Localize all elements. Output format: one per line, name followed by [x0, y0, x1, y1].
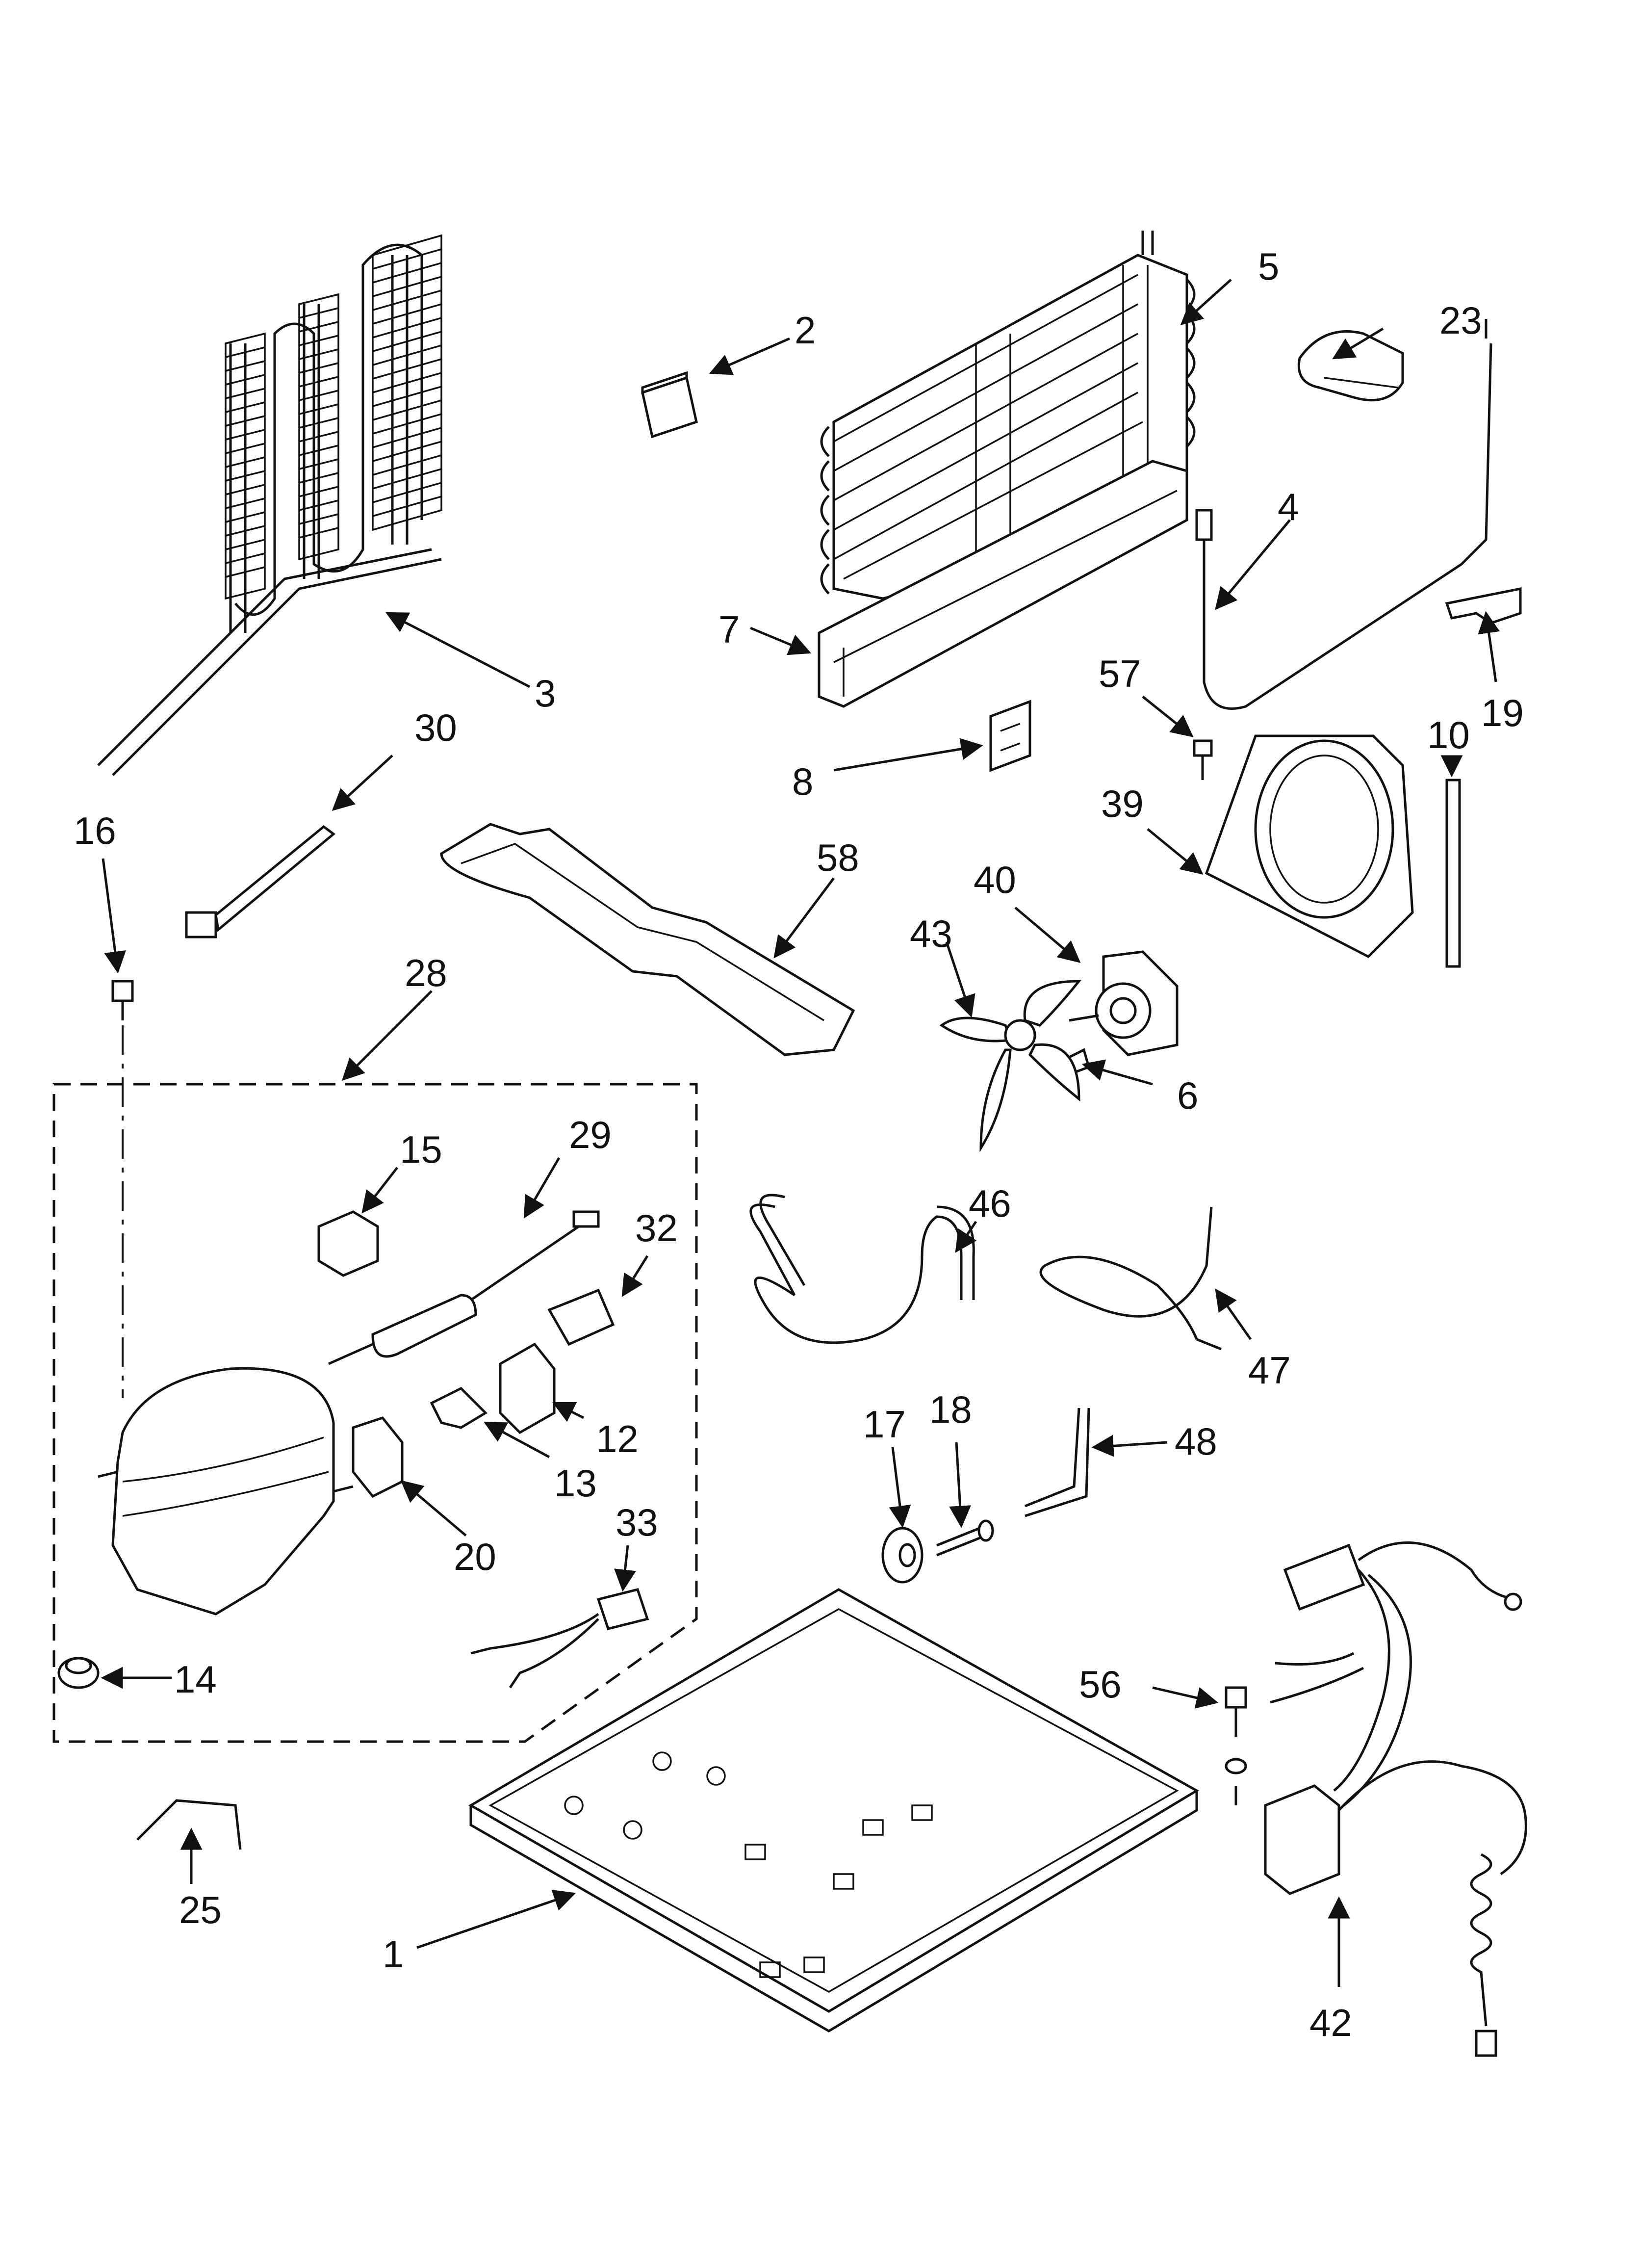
callout-28: 28: [405, 951, 447, 994]
callout-18: 18: [929, 1388, 972, 1431]
start-relay: [499, 1342, 556, 1434]
fan-motor: [1069, 950, 1179, 1056]
roller-axle: [936, 1519, 994, 1557]
cable-tie: [185, 825, 336, 938]
callout-42: 42: [1309, 2001, 1352, 2044]
callout-29: 29: [569, 1113, 612, 1156]
callout-3: 3: [535, 672, 556, 715]
callout-56: 56: [1079, 1663, 1122, 1706]
callout-48: 48: [1175, 1420, 1217, 1463]
callout-8: 8: [792, 760, 813, 803]
fan-blade: [939, 980, 1082, 1152]
callout-1: 1: [383, 1932, 404, 1976]
drain-hose: [749, 1194, 975, 1344]
water-tube: [1039, 1206, 1222, 1351]
callout-46: 46: [969, 1182, 1011, 1225]
leader-lines: [101, 279, 1500, 1987]
gasket-strip: [1445, 779, 1461, 968]
callout-57: 57: [1099, 652, 1141, 695]
bracket: [989, 700, 1031, 772]
run-capacitor: [547, 1288, 615, 1346]
thermostat-cover: [1297, 330, 1404, 402]
compressor: [98, 1367, 354, 1616]
fan-shroud-screw: [1193, 739, 1213, 780]
callout-43: 43: [910, 912, 952, 955]
base-frame: [468, 1588, 1199, 2033]
callout-33: 33: [616, 1501, 658, 1544]
callout-14: 14: [174, 1658, 217, 1701]
callout-58: 58: [817, 836, 859, 879]
fan-shroud: [1205, 734, 1414, 959]
callout-19: 19: [1481, 691, 1524, 734]
ground-screw: [111, 980, 134, 1020]
harness-screw: [1225, 1686, 1247, 1805]
spring-clip: [136, 1799, 242, 1850]
main-wiring-harness: [1264, 1541, 1527, 2057]
callout-6: 6: [1177, 1074, 1198, 1117]
callout-2: 2: [795, 309, 816, 352]
callout-numbers: 1 2 3 4 5 6 7 8 10 12 13 14 15 16 17 18 …: [74, 245, 1524, 2044]
compressor-harness: [470, 1588, 649, 1689]
filter-pad: [641, 371, 698, 439]
overload-relay: [317, 1210, 379, 1277]
compressor-kit-boundary: [52, 1083, 698, 1743]
callout-15: 15: [400, 1128, 442, 1171]
overload-protector: [352, 1416, 404, 1498]
callout-5: 5: [1258, 245, 1279, 288]
callout-7: 7: [718, 608, 740, 651]
compressor-grommet: [57, 1657, 100, 1689]
defrost-thermistor: [1195, 319, 1492, 710]
condenser-coil: [97, 234, 442, 776]
callout-32: 32: [635, 1206, 678, 1250]
drain-tube: [1025, 1408, 1090, 1517]
callout-47: 47: [1248, 1349, 1291, 1392]
callout-30: 30: [414, 706, 457, 749]
callout-4: 4: [1278, 485, 1299, 528]
callout-17: 17: [863, 1403, 906, 1446]
relay-cover: [430, 1386, 488, 1429]
callout-12: 12: [596, 1417, 639, 1460]
callout-39: 39: [1101, 782, 1144, 825]
callout-40: 40: [974, 858, 1016, 901]
callout-13: 13: [554, 1461, 597, 1505]
filter-drier: [328, 1210, 600, 1365]
callout-16: 16: [74, 809, 116, 852]
callout-23: 23: [1439, 299, 1482, 342]
evaporator-drip-tray: [818, 460, 1188, 708]
callout-20: 20: [454, 1535, 496, 1578]
roller: [881, 1527, 924, 1584]
thermistor-clip: [1445, 587, 1522, 625]
callout-25: 25: [179, 1888, 222, 1931]
drain-pan: [440, 823, 855, 1056]
callout-10: 10: [1427, 713, 1470, 756]
